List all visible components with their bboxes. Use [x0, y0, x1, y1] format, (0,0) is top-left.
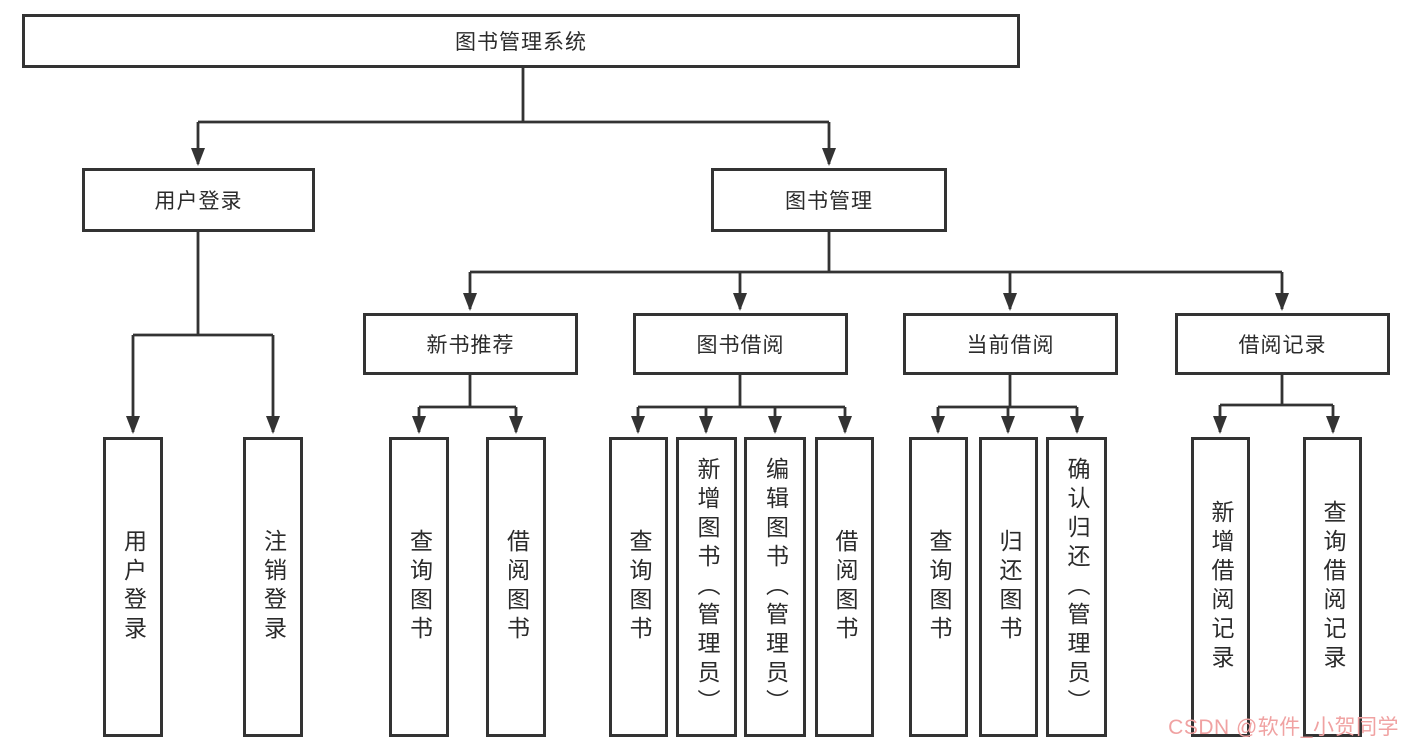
- node-book-management: 图书管理: [711, 168, 947, 232]
- watermark: CSDN @软件_小贺同学: [1168, 716, 1399, 739]
- leaf-label: 用户登录: [120, 529, 147, 645]
- leaf-edit-book-admin: 编辑图书（管理员）: [744, 437, 806, 737]
- leaf-label: 查询图书: [626, 529, 652, 645]
- node-user-login: 用户登录: [82, 168, 315, 232]
- leaf-user-login: 用户登录: [103, 437, 163, 737]
- node-new-book-recommend: 新书推荐: [363, 313, 578, 375]
- leaf-label: 注销登录: [260, 529, 287, 645]
- node-borrow-records: 借阅记录: [1175, 313, 1390, 375]
- leaf-query-books-current: 查询图书: [909, 437, 968, 737]
- leaf-label: 借阅图书: [832, 529, 858, 645]
- leaf-return-book: 归还图书: [979, 437, 1038, 737]
- leaf-query-books-recommend: 查询图书: [389, 437, 449, 737]
- leaf-label: 查询图书: [406, 529, 433, 645]
- leaf-add-borrow-record: 新增借阅记录: [1191, 437, 1250, 737]
- leaf-label: 编辑图书（管理员）: [762, 456, 789, 718]
- node-current-borrow: 当前借阅: [903, 313, 1118, 375]
- leaf-logout: 注销登录: [243, 437, 303, 737]
- node-book-borrow: 图书借阅: [633, 313, 848, 375]
- leaf-query-books-borrow: 查询图书: [609, 437, 668, 737]
- leaf-borrow-books: 借阅图书: [815, 437, 874, 737]
- leaf-query-borrow-record: 查询借阅记录: [1303, 437, 1362, 737]
- node-root: 图书管理系统: [22, 14, 1020, 68]
- leaf-label: 归还图书: [996, 529, 1022, 645]
- leaf-label: 查询图书: [926, 529, 952, 645]
- leaf-label: 确认归还（管理员）: [1064, 456, 1090, 718]
- leaf-label: 新增图书（管理员）: [694, 456, 720, 718]
- leaf-label: 借阅图书: [503, 529, 530, 645]
- leaf-add-book-admin: 新增图书（管理员）: [676, 437, 737, 737]
- leaf-borrow-books-recommend: 借阅图书: [486, 437, 546, 737]
- leaf-confirm-return-admin: 确认归还（管理员）: [1046, 437, 1107, 737]
- leaf-label: 新增借阅记录: [1208, 500, 1234, 674]
- leaf-label: 查询借阅记录: [1320, 500, 1346, 674]
